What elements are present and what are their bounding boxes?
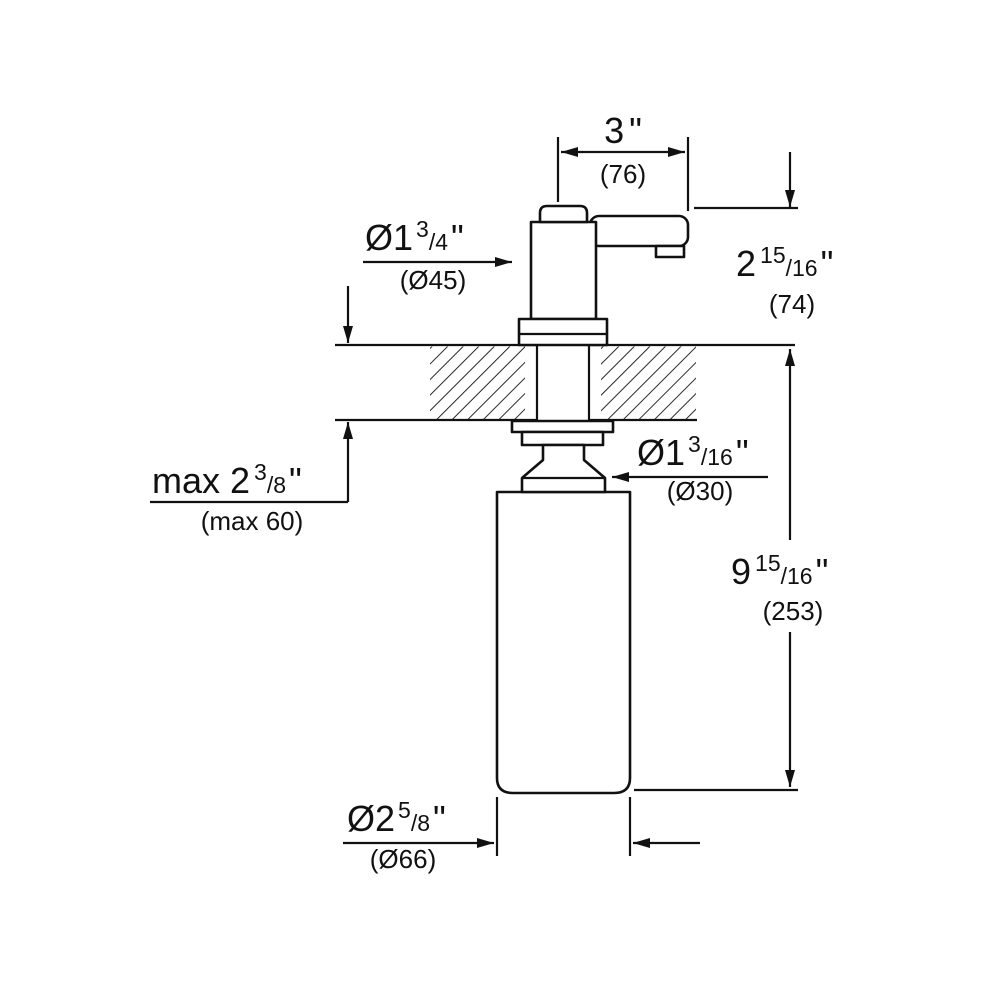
countertop-hatch-right <box>601 346 696 419</box>
locknut <box>520 430 605 447</box>
dim-escutcheon-diameter-metric: (Ø45) <box>400 265 466 295</box>
pump-head <box>529 220 598 321</box>
spout-outlet <box>654 244 686 259</box>
locknut-washer <box>510 419 615 434</box>
spout <box>588 214 690 248</box>
dim-height-above-deck-metric: (74) <box>769 289 815 319</box>
bottle-neck <box>520 443 607 494</box>
dim-spout-width-label: 3" <box>604 110 642 151</box>
dim-spout-width: 3" (76) <box>556 110 690 211</box>
dispenser-drawing <box>495 204 690 795</box>
mounting-shank-fill <box>538 346 588 422</box>
pump-cap <box>538 204 589 224</box>
countertop-hatch-left <box>430 346 525 419</box>
dim-shank-diameter-metric: (Ø30) <box>667 476 733 506</box>
escutcheon-flange <box>517 317 609 347</box>
dim-max-deck-thickness-metric: (max 60) <box>201 506 304 536</box>
countertop <box>335 343 795 422</box>
dim-spout-width-metric: (76) <box>600 159 646 189</box>
dim-bottle-diameter-metric: (Ø66) <box>370 844 436 874</box>
bottle-body <box>495 490 632 795</box>
dim-height-below-deck-metric: (253) <box>763 596 824 626</box>
